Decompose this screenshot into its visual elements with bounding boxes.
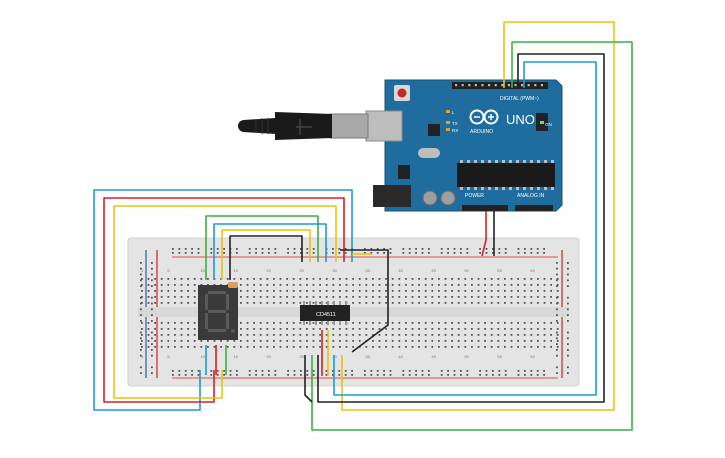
column-number: 15	[233, 354, 238, 359]
wire-red-left-loop[interactable]	[103, 197, 345, 403]
usb-chip	[428, 124, 440, 136]
breadboard[interactable]: 1155101015152020252530303535404045455050…	[127, 237, 580, 387]
column-number: 1	[141, 354, 144, 359]
wire-blue-left-loop[interactable]	[93, 189, 353, 411]
chip-pins	[303, 301, 347, 325]
column-number: 40	[398, 354, 403, 359]
crystal	[418, 148, 440, 158]
capacitor-2	[440, 190, 456, 206]
power-header[interactable]	[462, 205, 508, 211]
column-number: 20	[266, 354, 271, 359]
column-number: 45	[431, 268, 436, 273]
digital-header[interactable]	[452, 82, 548, 89]
column-number: 1	[141, 268, 144, 273]
column-number: 15	[233, 268, 238, 273]
wire-black-top[interactable]	[229, 235, 303, 280]
wire-yellow-top[interactable]	[221, 229, 311, 280]
usb-cable[interactable]	[238, 112, 369, 140]
wires[interactable]	[93, 21, 633, 431]
arduino-uno[interactable]: ARDUINO UNO DIGITAL (PWM~) POWER ANALOG …	[365, 79, 563, 212]
column-number: 55	[497, 268, 502, 273]
usb-plug-metal	[329, 113, 369, 139]
column-number: 45	[431, 354, 436, 359]
wire-green-top[interactable]	[205, 215, 319, 280]
wire-green-right-loop[interactable]	[311, 41, 633, 431]
column-number: 35	[365, 354, 370, 359]
rx-led-label: RX	[452, 128, 458, 133]
l-led-label: L	[452, 110, 455, 115]
dc-jack	[373, 185, 411, 207]
wire-yellow-right-loop[interactable]	[341, 21, 615, 411]
column-number: 25	[299, 268, 304, 273]
column-number: 35	[365, 268, 370, 273]
column-number: 30	[332, 268, 337, 273]
wire-black-bottom[interactable]	[304, 355, 313, 403]
column-number: 50	[464, 268, 469, 273]
on-led-label: ON	[545, 122, 552, 127]
wire-blue-right-loop[interactable]	[333, 61, 597, 396]
center-channel	[138, 307, 568, 317]
seven-segment-display[interactable]	[198, 285, 238, 340]
l-led	[446, 110, 450, 113]
digital-header-label: DIGITAL (PWM~)	[500, 96, 539, 102]
cd4511-chip[interactable]: CD4511	[300, 301, 350, 325]
column-number: 40	[398, 268, 403, 273]
tx-led-label: TX	[452, 121, 458, 126]
column-number: 30	[332, 354, 337, 359]
column-numbers: 1155101015152020252530303535404045455050…	[141, 268, 536, 359]
wire-red-5v[interactable]	[481, 211, 487, 257]
analog-header[interactable]	[515, 205, 553, 211]
wire-black-rail[interactable]	[340, 249, 389, 353]
usb-plug-body	[275, 112, 332, 140]
on-led	[540, 121, 544, 124]
capacitor-1	[422, 190, 438, 206]
rx-led	[446, 128, 450, 131]
usb-cable-end	[238, 120, 250, 132]
arduino-logo	[469, 109, 499, 125]
usb-port	[365, 110, 403, 142]
resistor[interactable]	[228, 282, 238, 288]
arduino-brand-text: ARDUINO	[470, 129, 493, 135]
display-segments	[205, 291, 235, 333]
power-header-label: POWER	[465, 193, 484, 199]
wire-black-right-loop[interactable]	[317, 53, 605, 403]
arduino-model-text: UNO	[506, 112, 535, 127]
column-number: 25	[299, 354, 304, 359]
reset-button-cap[interactable]	[397, 88, 407, 98]
chip-label: CD4511	[316, 312, 336, 318]
column-number: 60	[530, 354, 535, 359]
column-number: 10	[200, 354, 205, 359]
atmega-pins	[460, 160, 554, 190]
wire-blue-top[interactable]	[213, 223, 327, 280]
column-number: 60	[530, 268, 535, 273]
voltage-regulator	[398, 165, 410, 179]
tx-led	[446, 121, 450, 124]
column-number: 5	[167, 354, 170, 359]
digital-pins[interactable]	[455, 84, 543, 87]
column-number: 5	[167, 268, 170, 273]
wire-yellow-left-loop[interactable]	[113, 205, 337, 399]
column-number: 55	[497, 354, 502, 359]
column-number: 50	[464, 354, 469, 359]
atmega-chip	[457, 163, 555, 187]
analog-header-label: ANALOG IN	[517, 193, 545, 199]
chip-body	[300, 305, 350, 321]
column-number: 10	[200, 268, 205, 273]
column-number: 20	[266, 268, 271, 273]
